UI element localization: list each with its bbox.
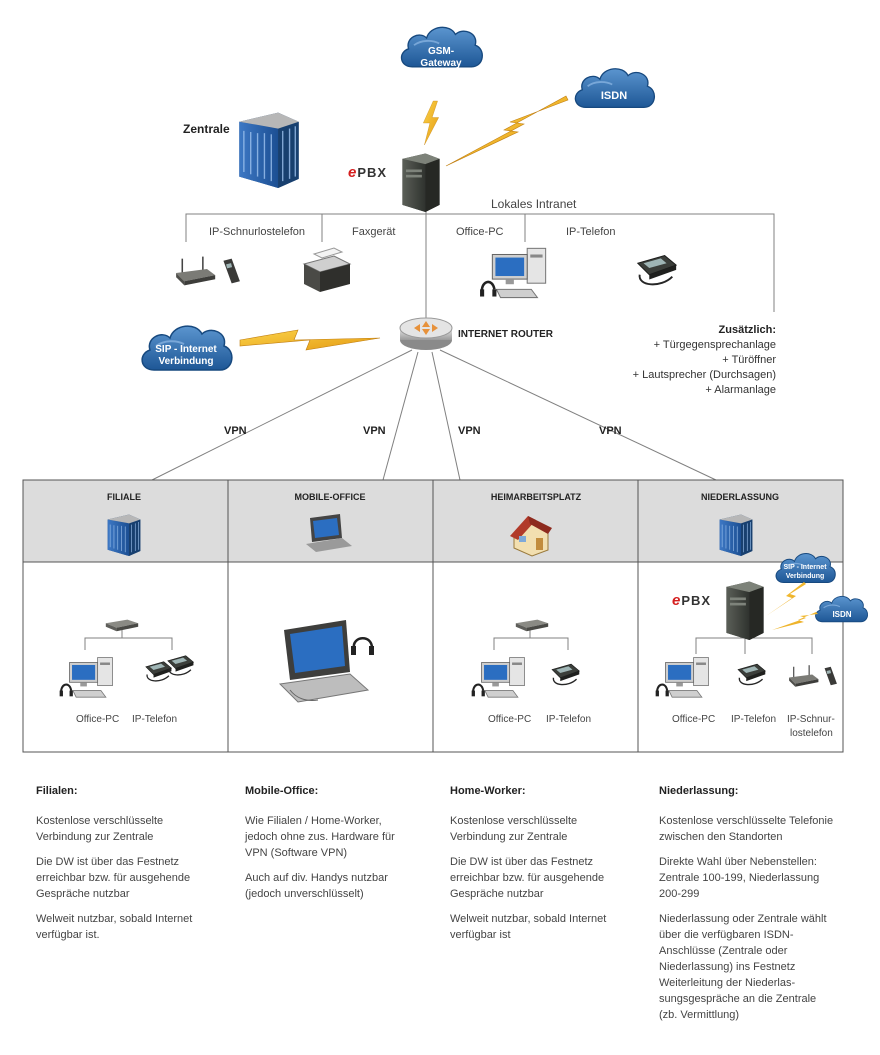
column-paragraph: Welweit nutzbar, sobald Internet verfügb… <box>450 913 607 941</box>
vpn-label-1: VPN <box>224 425 247 437</box>
mobile-laptop-large-icon <box>278 620 374 703</box>
sip-lightning-icon <box>239 329 381 351</box>
heim-label-phone: IP-Telefon <box>546 714 592 725</box>
niederlassung-label-cordless-2: lostelefon <box>790 728 833 739</box>
niederlassung-label-cordless-1: IP-Schnur- <box>787 714 835 725</box>
niederlassung-label-pc: Office-PC <box>672 714 716 725</box>
house-icon <box>510 516 552 557</box>
column-paragraph: Kostenlose verschlüsselte Verbindung zur… <box>450 815 578 843</box>
device-label-fax: Faxgerät <box>352 226 396 238</box>
vpn-label-2: VPN <box>363 425 386 437</box>
column-filialen: Filialen: Kostenlose verschlüsselte Verb… <box>36 783 216 952</box>
filiale-building-icon <box>107 514 141 556</box>
mobile-laptop-small-icon <box>306 514 352 552</box>
zentrale-label: Zentrale <box>183 122 230 136</box>
lokales-intranet-label: Lokales Intranet <box>491 197 577 211</box>
fax-icon <box>302 247 352 292</box>
network-lines <box>84 185 813 654</box>
column-title: Mobile-Office: <box>245 785 319 797</box>
filiale-phone-1-icon <box>145 660 173 682</box>
vpn-label-3: VPN <box>458 425 481 437</box>
site-table <box>22 479 844 753</box>
site-header-mobile-office: MOBILE-OFFICE <box>294 492 366 502</box>
column-title: Niederlassung: <box>659 785 739 797</box>
extras-title: Zusätzlich: <box>718 324 776 336</box>
site-header-filiale: FILIALE <box>107 492 141 502</box>
gsm-cloud-label: GSM-Gateway <box>420 46 462 69</box>
heim-label-pc: Office-PC <box>488 714 532 725</box>
column-mobile-office: Mobile-Office: Wie Filialen / Home-Worke… <box>245 783 410 911</box>
niederlassung-lightning-icons <box>766 582 818 630</box>
site-header-heimarbeitsplatz: HEIMARBEITSPLATZ <box>490 492 582 502</box>
column-home-worker: Home-Worker: Kostenlose verschlüsselte V… <box>450 783 630 952</box>
column-paragraph: Die DW ist über das Festnetz erreichbar … <box>450 856 605 900</box>
niederlassung-label-phone: IP-Telefon <box>731 714 777 725</box>
filiale-phone-2-icon <box>167 654 195 676</box>
column-paragraph: Welweit nutzbar, sobald Internet verfügb… <box>36 913 193 941</box>
heim-pc-icon <box>470 656 526 699</box>
column-paragraph: Niederlassung oder Zentrale wählt über d… <box>659 913 827 1021</box>
filiale-label-phone: IP-Telefon <box>132 714 178 725</box>
niederlassung-epbx-server-icon <box>726 581 764 640</box>
niederlassung-building-icon <box>719 514 753 556</box>
niederlassung-cordless-icon <box>788 664 838 688</box>
isdn-cloud-label: ISDN <box>600 90 628 102</box>
extras-item: + Lautsprecher (Durchsagen) <box>632 369 776 381</box>
isdn-small-cloud-label: ISDN <box>832 610 852 619</box>
gsm-lightning-icon <box>423 100 439 146</box>
vpn-label-4: VPN <box>599 425 622 437</box>
extras-item: + Türöffner <box>722 354 776 366</box>
cordless-phone-icon <box>175 255 241 287</box>
extras-item: + Türgegensprechanlage <box>653 339 776 351</box>
ip-phone-icon <box>636 254 678 286</box>
column-paragraph: Kostenlose verschlüsselte Verbindung zur… <box>36 815 164 843</box>
column-paragraph: Auch auf div. Handys nutzbar (jedoch unv… <box>245 872 388 900</box>
isdn-lightning-icon <box>445 95 569 167</box>
heim-modem-icon <box>515 619 549 632</box>
column-paragraph: Direkte Wahl über Nebenstellen: Zentrale… <box>659 856 820 900</box>
internet-router-label: INTERNET ROUTER <box>458 329 553 340</box>
niederlassung-phone-icon <box>737 663 767 686</box>
column-title: Filialen: <box>36 785 78 797</box>
column-title: Home-Worker: <box>450 785 526 797</box>
extras-item: + Alarmanlage <box>705 384 776 396</box>
column-niederlassung: Niederlassung: Kostenlose verschlüsselte… <box>659 783 835 1032</box>
zentrale-building-icon <box>238 111 300 188</box>
niederlassung-pc-icon <box>654 656 710 699</box>
column-paragraph: Die DW ist über das Festnetz erreichbar … <box>36 856 191 900</box>
heim-phone-icon <box>551 663 581 686</box>
column-paragraph: Kostenlose verschlüsselte Telefonie zwis… <box>659 815 834 843</box>
column-paragraph: Wie Filialen / Home-Worker, jedoch ohne … <box>245 815 395 859</box>
epbx-label: ePBX <box>348 164 388 181</box>
filiale-label-pc: Office-PC <box>76 714 120 725</box>
office-pc-icon <box>478 247 547 299</box>
device-label-office-pc: Office-PC <box>456 226 504 238</box>
device-label-ip-phone: IP-Telefon <box>566 226 616 238</box>
device-label-cordless: IP-Schnurlostelefon <box>209 226 305 238</box>
extras-list: Zusätzlich: + Türgegensprechanlage + Tür… <box>600 323 776 398</box>
epbx-server-icon <box>402 153 440 212</box>
site-header-niederlassung: NIEDERLASSUNG <box>700 492 780 502</box>
filiale-modem-icon <box>105 619 139 632</box>
filiale-pc-icon <box>58 656 114 699</box>
internet-router-icon <box>399 317 453 350</box>
niederlassung-epbx-label: ePBX <box>672 592 712 609</box>
